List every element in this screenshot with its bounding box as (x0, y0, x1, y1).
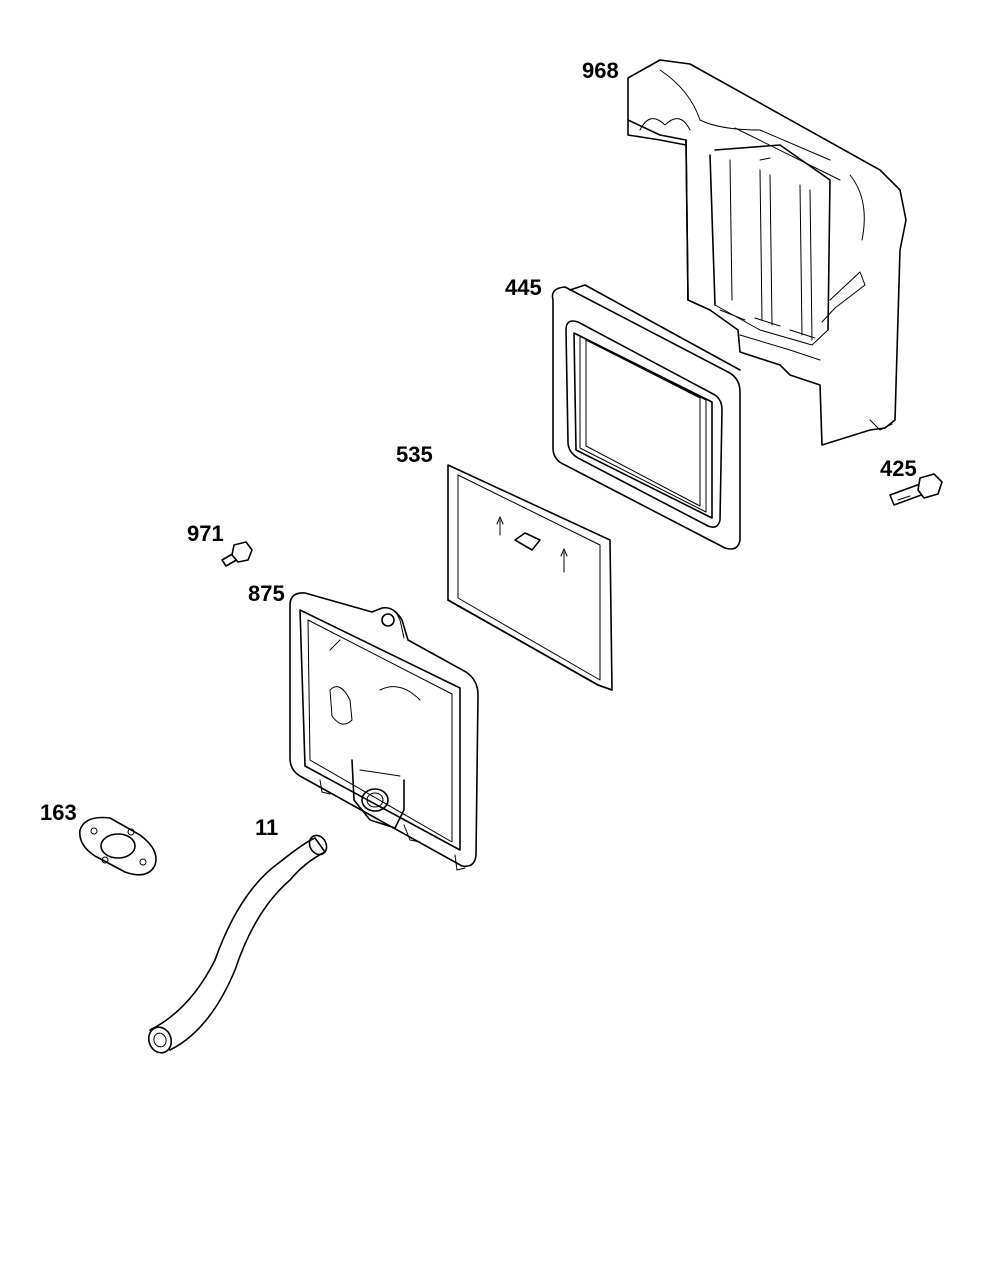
screw-971-drawing[interactable] (221, 541, 253, 567)
part-label-535: 535 (396, 442, 433, 467)
part-label-11: 11 (255, 815, 279, 840)
part-label-163: 163 (40, 800, 77, 825)
air-cleaner-base-drawing[interactable] (289, 592, 479, 871)
pre-cleaner-drawing[interactable] (447, 464, 613, 691)
gasket-drawing[interactable] (78, 816, 157, 876)
screw-425-drawing[interactable] (889, 473, 943, 506)
part-label-445: 445 (505, 275, 542, 300)
air-cleaner-cover-drawing[interactable] (627, 59, 907, 446)
air-filter-cartridge-drawing[interactable] (551, 284, 741, 550)
part-label-968: 968 (582, 58, 619, 83)
part-label-425: 425 (880, 456, 917, 481)
part-label-971: 971 (187, 521, 224, 546)
breather-tube-drawing[interactable] (145, 832, 330, 1056)
part-label-875: 875 (248, 581, 285, 606)
